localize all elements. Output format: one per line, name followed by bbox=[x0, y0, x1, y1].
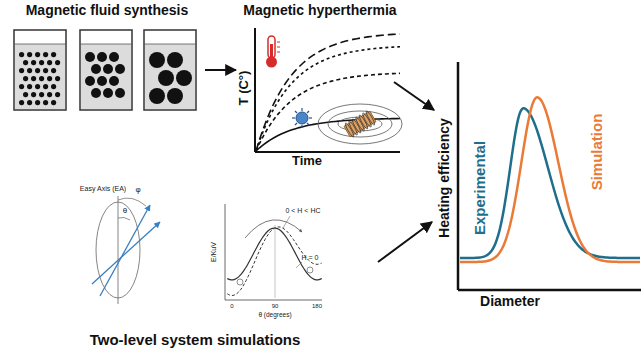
flow-arrow bbox=[378, 222, 432, 262]
axis-label: T (C°) bbox=[237, 71, 251, 106]
hyperthermia-panel: Magnetic hyperthermia T (C°) Time bbox=[236, 0, 401, 168]
flow-arrow bbox=[205, 69, 236, 71]
tick-label: 0 bbox=[230, 303, 233, 310]
panel-title: Magnetic fluid synthesis bbox=[26, 3, 189, 18]
beakers bbox=[14, 30, 196, 110]
series-label: Simulation bbox=[589, 114, 606, 191]
axis-label: Heating efficiency bbox=[437, 118, 452, 238]
panel-title: Magnetic hyperthermia bbox=[243, 3, 396, 18]
axis-label: Time bbox=[292, 154, 322, 168]
energy-landscape bbox=[225, 204, 322, 300]
axis-label: Diameter bbox=[480, 294, 540, 309]
results-chart bbox=[458, 62, 641, 290]
series-label: Experimental bbox=[472, 141, 489, 235]
flow-arrow bbox=[394, 82, 434, 110]
field-label: H = 0 bbox=[302, 254, 319, 262]
panel-title: Two-level system simulations bbox=[90, 332, 301, 349]
axis-label: θ (degrees) bbox=[258, 311, 291, 318]
results-panel: Heating efficiency Experimental Simulation… bbox=[432, 55, 641, 313]
tick-label: 180 bbox=[312, 303, 322, 310]
angle-symbol: θ bbox=[123, 207, 127, 216]
tick-label: 90 bbox=[272, 303, 279, 310]
easy-axis-figure bbox=[92, 196, 160, 304]
synthesis-panel: Magnetic fluid synthesis bbox=[5, 0, 210, 115]
cell-icon bbox=[292, 108, 312, 128]
axis-label: E/KuV bbox=[210, 242, 218, 262]
thermometer-icon bbox=[266, 36, 280, 68]
heating-chart bbox=[255, 28, 402, 152]
coil-icon bbox=[318, 104, 402, 144]
field-label: 0 < H < HC bbox=[285, 207, 320, 215]
angle-symbol: φ bbox=[135, 186, 140, 195]
axis-name: Easy Axis (EA) bbox=[80, 185, 126, 193]
